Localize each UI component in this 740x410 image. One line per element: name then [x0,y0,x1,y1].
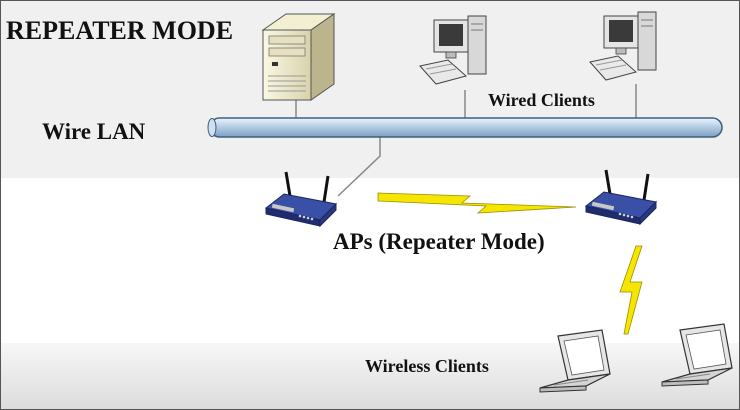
lightning-bolt-icon [377,192,577,214]
wired-clients-label: Wired Clients [488,90,595,110]
wireless-zone-background [1,343,739,409]
desktop-computer-icon [419,15,487,85]
lightning-bolt-icon [619,245,643,335]
wire-lan-label: Wire LAN [42,119,146,144]
laptop-icon [661,323,733,387]
lan-drop-lines [295,84,637,197]
desktop-computer-icon [589,11,657,81]
wireless-router-icon [584,169,658,226]
wireless-router-icon [264,171,338,228]
laptop-icon [539,329,611,393]
server-icon [261,13,336,101]
aps-label: APs (Repeater Mode) [333,229,545,254]
wire-lan-backbone [207,117,723,138]
diagram-title: REPEATER MODE [6,16,234,45]
wireless-clients-label: Wireless Clients [365,356,489,376]
